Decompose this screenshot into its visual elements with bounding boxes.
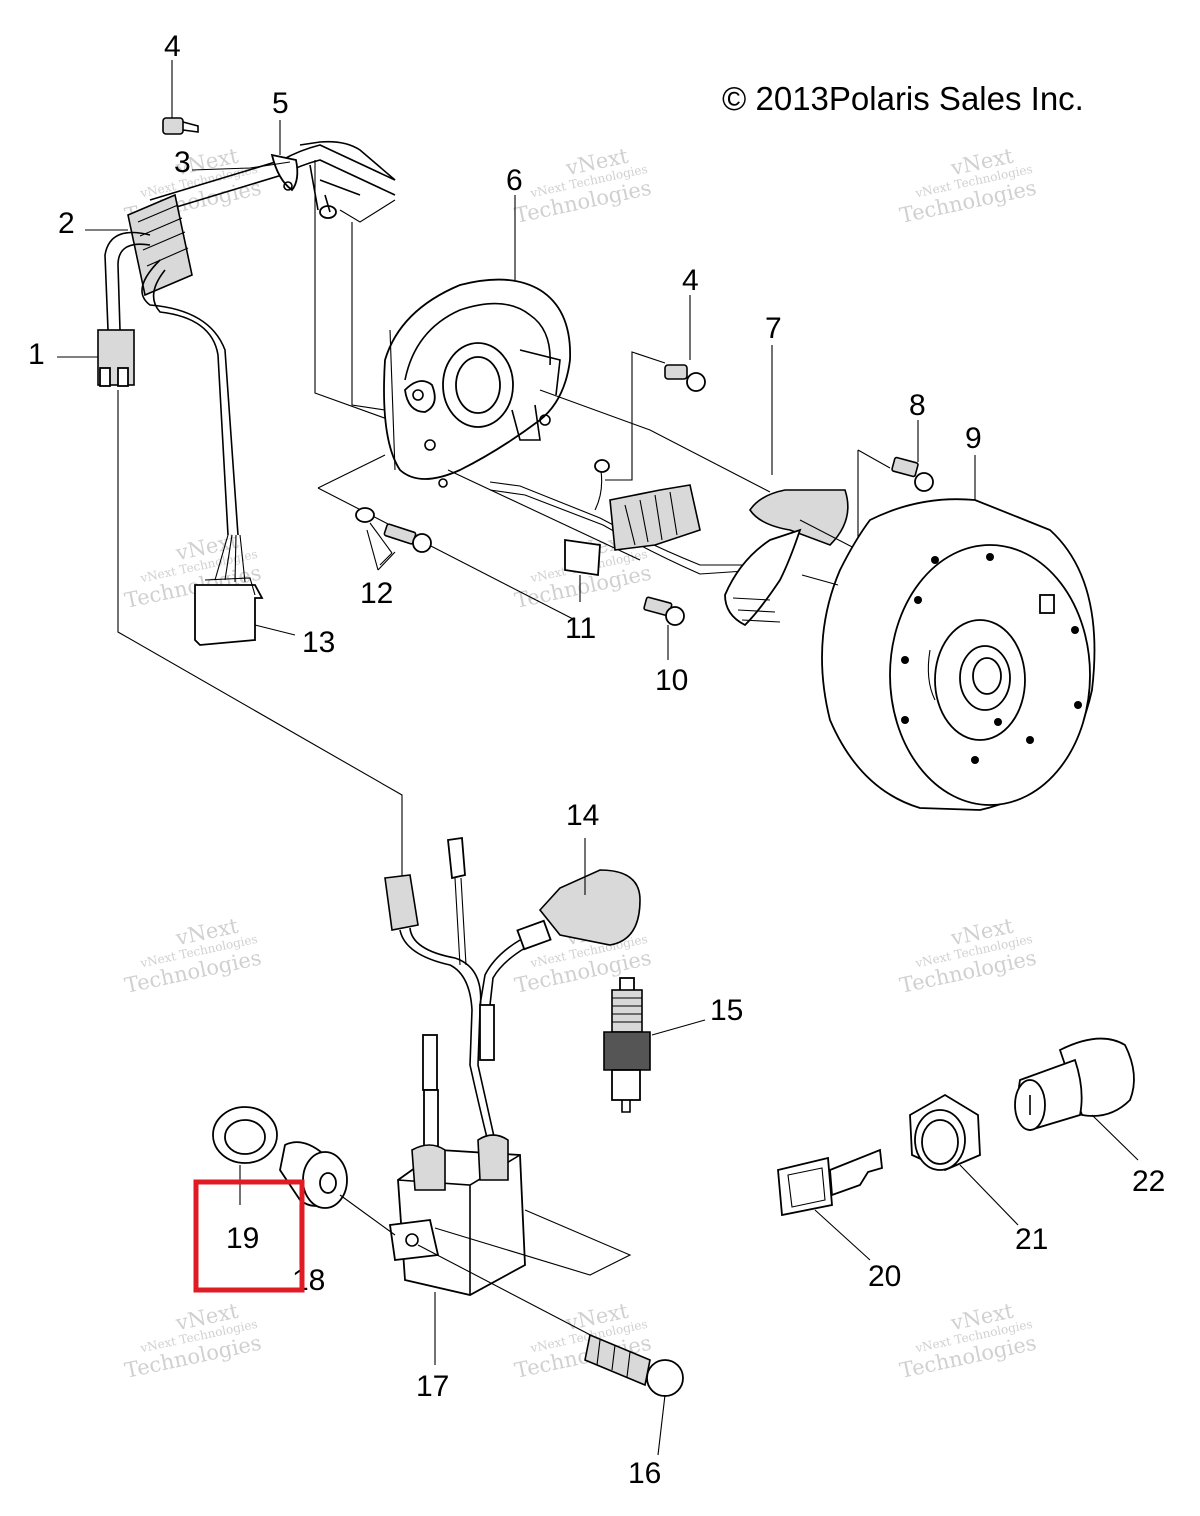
label-13: 13 xyxy=(302,626,335,659)
watermark: vNext vNext Technologies Technologies xyxy=(898,914,1039,998)
ignition-coil-assembly xyxy=(384,836,641,1296)
label-16: 16 xyxy=(628,1457,661,1490)
nut xyxy=(909,1093,1019,1226)
label-4: 4 xyxy=(164,30,181,63)
ignition-switch xyxy=(1014,1037,1139,1161)
lead-boot xyxy=(479,1004,495,1061)
part-labels: 1 2 3 4 4 5 6 7 8 9 10 11 12 13 14 15 16… xyxy=(28,30,1165,1490)
connector-plug xyxy=(384,874,419,931)
wire-harness xyxy=(97,117,403,880)
label-3: 3 xyxy=(174,146,191,179)
washer xyxy=(355,507,375,523)
harness-connector xyxy=(194,584,264,646)
label-5: 5 xyxy=(272,87,289,120)
watermark: vNext vNext Technologies Technologies xyxy=(123,914,264,998)
highlight-box xyxy=(193,1179,305,1293)
label-1: 1 xyxy=(28,338,45,371)
label-9: 9 xyxy=(965,422,982,455)
label-20: 20 xyxy=(868,1260,901,1293)
label-15: 15 xyxy=(710,994,743,1027)
spacer-part-18 xyxy=(279,1141,396,1265)
label-10: 10 xyxy=(655,664,688,697)
bolt xyxy=(643,596,685,626)
label-21: 21 xyxy=(1015,1223,1048,1256)
bolt xyxy=(383,523,432,553)
watermark: vNext vNext Technologies Technologies xyxy=(898,144,1039,228)
spark-plug xyxy=(603,977,706,1113)
label-8: 8 xyxy=(909,389,926,422)
washer-part-19 xyxy=(212,1106,278,1205)
label-11: 11 xyxy=(565,612,596,645)
label-17: 17 xyxy=(416,1370,449,1403)
watermark: vNext vNext Technologies Technologies xyxy=(123,1299,264,1383)
watermark: vNext vNext Technologies Technologies xyxy=(898,1299,1039,1383)
label-4: 4 xyxy=(682,264,699,297)
leader-lines xyxy=(57,60,976,636)
label-2: 2 xyxy=(58,207,75,240)
label-7: 7 xyxy=(765,312,782,345)
label-6: 6 xyxy=(506,164,523,197)
connector-plug xyxy=(447,836,466,880)
stator-assembly xyxy=(317,195,771,660)
copyright-text: © 2013Polaris Sales Inc. xyxy=(722,80,1084,117)
flywheel xyxy=(801,498,1096,811)
label-12: 12 xyxy=(360,577,393,610)
bolt xyxy=(162,117,199,135)
label-14: 14 xyxy=(566,799,599,832)
ignition-key xyxy=(777,1148,883,1261)
bolt xyxy=(417,1244,684,1456)
bolt xyxy=(664,364,706,392)
label-19: 19 xyxy=(226,1222,259,1255)
pickup-coil xyxy=(724,345,934,627)
bolt xyxy=(891,456,934,492)
watermark: vNext vNext Technologies Technologies xyxy=(513,144,654,228)
label-22: 22 xyxy=(1132,1165,1165,1198)
